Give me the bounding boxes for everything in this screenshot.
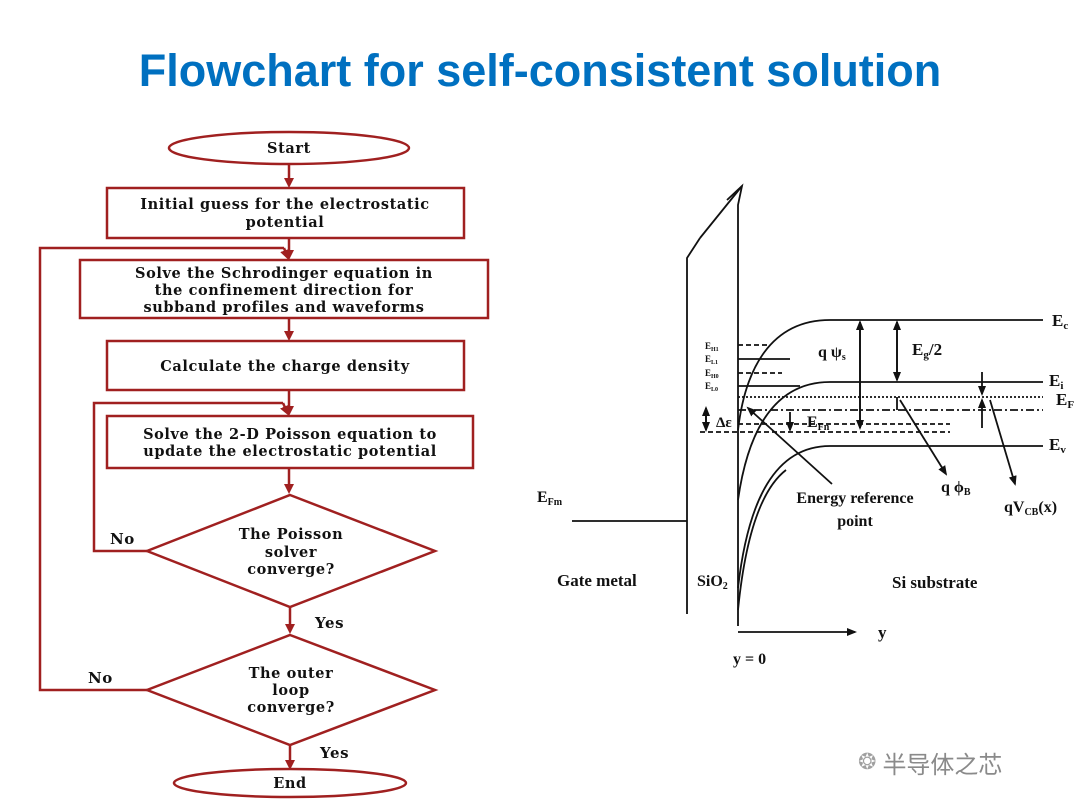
step1-line-1: Initial guess for the electrostatic (140, 196, 429, 213)
delta-eps-label: Δε (716, 415, 732, 431)
ei-label: Ei (1049, 371, 1063, 392)
yes-label-2: Yes (319, 744, 349, 762)
ec-curve (737, 319, 1043, 431)
ev-curve (737, 445, 1043, 589)
outer-loop-arrow (280, 247, 290, 260)
step1-box (105, 186, 466, 240)
step4-line-1: Solve the 2-D Poisson equation to (143, 426, 437, 443)
y-zero-label: y = 0 (733, 651, 766, 668)
step2-box (78, 258, 490, 320)
lower-curve (737, 469, 787, 611)
ef-label: EF (1056, 390, 1074, 411)
no-label-outer: No (88, 669, 113, 687)
decision2-line-1: The outer (249, 665, 334, 682)
ev-label: Ev (1049, 435, 1066, 456)
outer-loop-line (38, 246, 284, 692)
si-substrate-label: Si substrate (892, 573, 978, 592)
decision2-line-2: loop (272, 682, 309, 699)
step2-line-1: Solve the Schrodinger equation in (135, 265, 433, 282)
end-label: End (273, 775, 307, 792)
energy-ref-line-1: Energy reference (796, 490, 913, 507)
eg-half-label: Eg/2 (912, 340, 942, 361)
subband-label-h0: EH0 (705, 368, 719, 380)
step4-line-2: update the electrostatic potential (143, 443, 437, 460)
q-phi-pointer (899, 399, 948, 476)
ec-label: Ec (1052, 311, 1068, 332)
decision2-line-3: converge? (247, 699, 335, 716)
step1-line-2: potential (246, 214, 325, 231)
yes-label-1: Yes (314, 614, 344, 632)
watermark-text: 半导体之芯 (882, 751, 1003, 779)
flowchart (38, 130, 490, 799)
efm-label: EFm (537, 489, 563, 508)
qvcb-label: qVCB(x) (1004, 499, 1057, 518)
qvcb-pointer (989, 399, 1017, 486)
inner-loop-arrow (279, 402, 290, 416)
oxide-right-wall (726, 183, 744, 626)
no-label-inner: No (110, 530, 135, 548)
q-phi-label: q ϕB (941, 479, 971, 498)
inner-loop-line (92, 401, 283, 553)
energy-ref-pointer (746, 406, 833, 485)
wechat-icon: ❂ (858, 750, 877, 775)
step3-line-1: Calculate the charge density (160, 358, 410, 375)
step2-line-3: subband profiles and waveforms (144, 299, 425, 316)
subband-label-l0: EL0 (705, 381, 718, 393)
step3-box (105, 339, 466, 392)
subband-label-l1: EL1 (705, 354, 718, 366)
gate-metal-label: Gate metal (557, 571, 637, 590)
start-label: Start (267, 140, 311, 157)
y-axis-label: y (878, 623, 887, 642)
sio2-label: SiO2 (697, 573, 728, 592)
decision1-line-1: The Poisson (239, 526, 343, 543)
oxide-left-wall (686, 237, 701, 614)
band-diagram (572, 183, 1043, 636)
end-node (172, 767, 408, 799)
decision1-line-2: solver (265, 544, 317, 561)
flowchart-text: Start Initial guess for the electrostati… (88, 140, 437, 792)
oxide-top-edge (699, 185, 743, 239)
q-psi-label: q ψs (818, 344, 846, 363)
step2-line-2: the confinement direction for (155, 282, 414, 299)
efn-label: EFn (807, 414, 830, 433)
decision1-line-3: converge? (247, 561, 335, 578)
page-title: Flowchart for self-consistent solution (138, 45, 942, 96)
band-diagram-text: EFm Gate metal SiO2 Si substrate y y = 0… (537, 311, 1074, 668)
subband-label-h1: EH1 (705, 341, 719, 353)
energy-ref-line-2: point (837, 513, 873, 530)
watermark: ❂ 半导体之芯 (858, 745, 1002, 780)
